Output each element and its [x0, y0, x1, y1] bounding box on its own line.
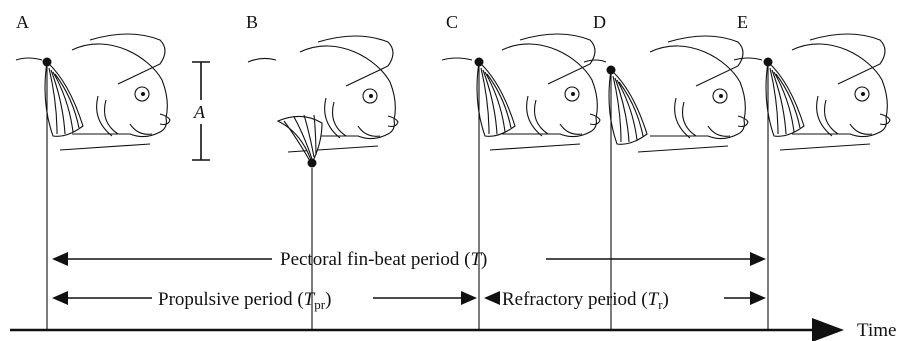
panel-label-d: D — [593, 12, 606, 32]
refractory-period-label: Refractory period (Tr) — [502, 289, 669, 312]
time-axis: Time — [10, 318, 896, 341]
fish-b — [248, 36, 398, 168]
fish-d — [584, 36, 748, 152]
refractory-period-arrow: Refractory period (Tr) — [484, 289, 766, 312]
fish-a — [16, 34, 170, 150]
time-axis-label: Time — [857, 320, 896, 341]
fish-e — [734, 34, 890, 150]
panel-label-b: B — [246, 12, 258, 32]
panel-label-a: A — [16, 12, 29, 32]
propulsive-period-arrow: Propulsive period (Tpr) — [52, 289, 477, 312]
amplitude-bar: A — [192, 62, 210, 160]
fish-c — [442, 34, 600, 150]
propulsive-period-label: Propulsive period (Tpr) — [158, 289, 331, 312]
fin-beat-period-label: Pectoral fin-beat period (T) — [280, 249, 487, 270]
amplitude-label: A — [193, 102, 206, 122]
fin-beat-period-arrow: Pectoral fin-beat period (T) — [52, 249, 766, 270]
panel-label-c: C — [446, 12, 458, 32]
panel-label-e: E — [737, 12, 748, 32]
